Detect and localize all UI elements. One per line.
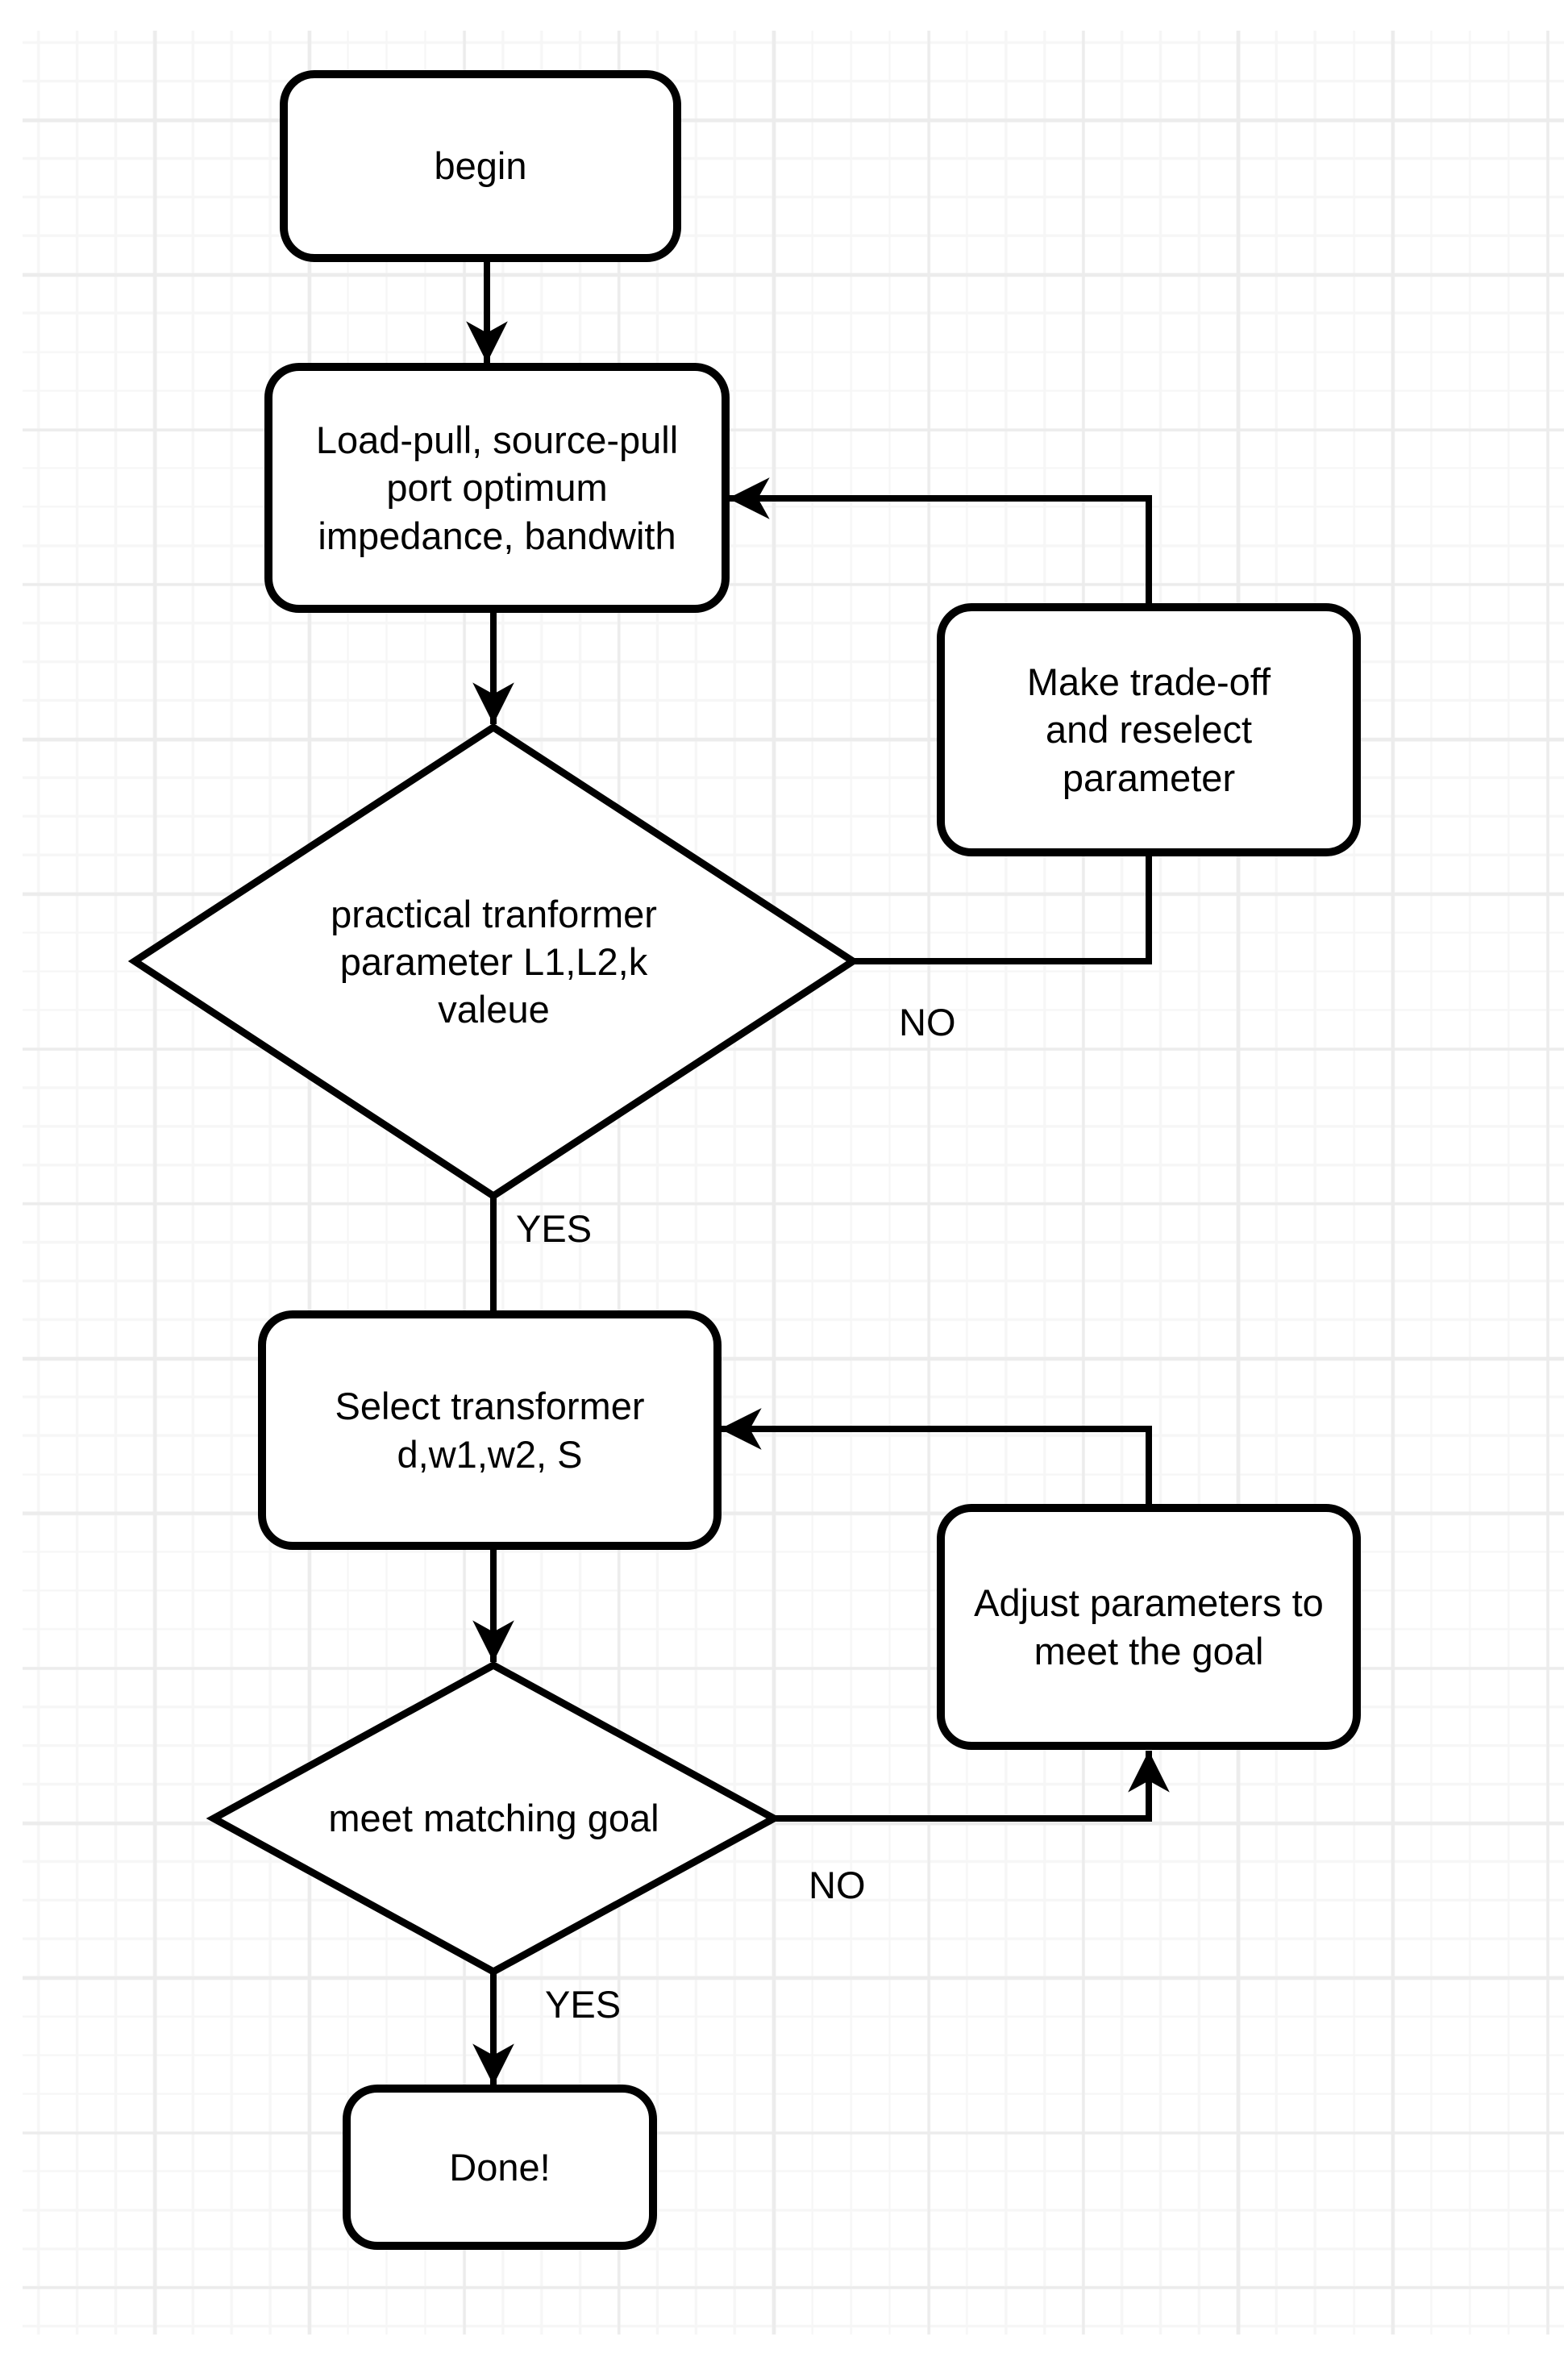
decision2-node-shape xyxy=(206,1660,782,1976)
done-node-shape xyxy=(343,2085,657,2250)
edge-label-yes-2: YES xyxy=(545,1983,622,2026)
select-node-label: Select transformer d,w1,w2, S xyxy=(335,1385,645,1476)
loadpull-node-label: Load-pull, source-pull port optimum impe… xyxy=(315,419,679,557)
begin-node-shape xyxy=(280,70,681,262)
edge-adjust-to-select xyxy=(720,1408,1152,1508)
done-node-label: Done! xyxy=(449,2145,551,2189)
select-node-shape xyxy=(258,1310,722,1550)
begin-node-label: begin xyxy=(434,144,527,188)
tradeoff-node-label: Make trade-off and reselect parameter xyxy=(1026,660,1271,799)
decision2-node-label: meet matching goal xyxy=(328,1797,659,1840)
adjust-node-label: Adjust parameters to meet the goal xyxy=(974,1581,1324,1672)
edge-tradeoff-to-loadpull xyxy=(728,477,1152,607)
adjust-node-shape xyxy=(937,1504,1361,1750)
edge-decision1-no-to-tradeoff xyxy=(853,855,1152,964)
edge-decision2-no-to-adjust xyxy=(774,1751,1170,1822)
decision1-node-label: practical tranformer parameter L1,L2,k v… xyxy=(331,892,657,1031)
edge-label-no-1: NO xyxy=(899,1001,956,1043)
tradeoff-node-shape xyxy=(937,603,1361,856)
edge-label-no-2: NO xyxy=(809,1864,866,1906)
edge-label-yes-1: YES xyxy=(516,1207,593,1250)
loadpull-node-shape xyxy=(264,363,730,613)
decision1-node-shape xyxy=(127,723,860,1201)
